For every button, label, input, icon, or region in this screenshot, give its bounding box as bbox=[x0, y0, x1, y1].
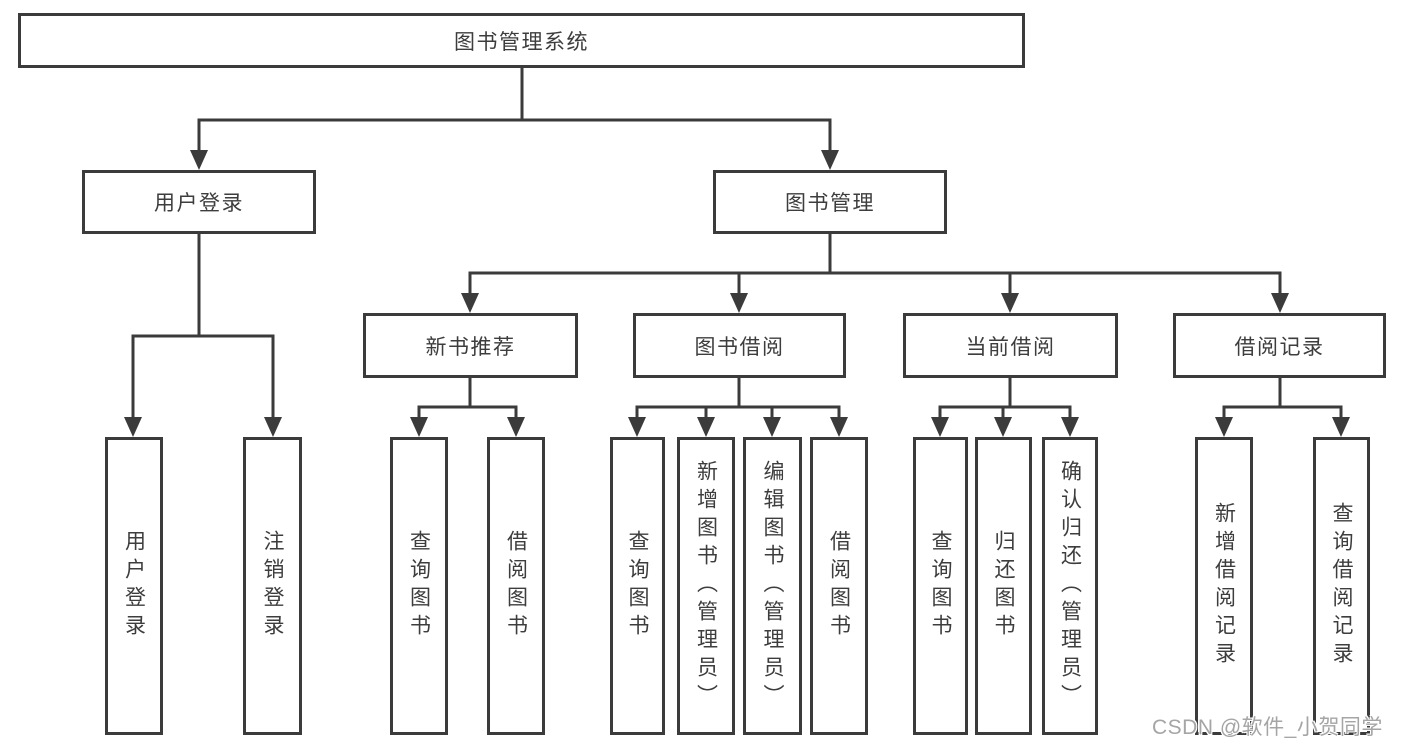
arrowhead bbox=[628, 417, 646, 437]
leaf-borrow-books-borrow: 借阅图书 bbox=[810, 437, 868, 735]
node-borrowing-records-label: 借阅记录 bbox=[1234, 335, 1325, 359]
node-root: 图书管理系统 bbox=[18, 13, 1025, 68]
leaf-query-books-borrow-label: 查询图书 bbox=[626, 530, 649, 642]
leaf-confirm-return-admin: 确认归还（管理员） bbox=[1042, 437, 1098, 735]
node-new-book-recommendation: 新书推荐 bbox=[363, 313, 578, 378]
leaf-borrow-books-recommend-label: 借阅图书 bbox=[504, 530, 528, 642]
arrowhead bbox=[264, 417, 282, 437]
connector-borrow-record-split bbox=[1222, 376, 1343, 421]
leaf-add-book-admin: 新增图书（管理员） bbox=[677, 437, 735, 735]
node-user-login-label: 用户登录 bbox=[154, 192, 244, 215]
connector-current-borrow-split bbox=[938, 376, 1072, 421]
leaf-return-books: 归还图书 bbox=[975, 437, 1032, 735]
leaf-query-books-borrow: 查询图书 bbox=[610, 437, 665, 735]
arrowhead bbox=[821, 150, 839, 170]
leaf-query-books-current: 查询图书 bbox=[913, 437, 968, 735]
leaf-query-books-current-label: 查询图书 bbox=[929, 530, 952, 642]
node-user-login: 用户登录 bbox=[82, 170, 316, 234]
leaf-logout-login: 注销登录 bbox=[243, 437, 302, 735]
arrowhead bbox=[190, 150, 208, 170]
leaf-user-login: 用户登录 bbox=[105, 437, 163, 735]
leaf-edit-book-admin-label: 编辑图书（管理员） bbox=[761, 460, 784, 712]
connector-paths bbox=[131, 66, 1343, 421]
leaf-query-books-recommend-label: 查询图书 bbox=[407, 530, 431, 642]
arrowhead bbox=[461, 293, 479, 313]
arrowhead bbox=[730, 293, 748, 313]
node-root-label: 图书管理系统 bbox=[454, 30, 589, 54]
leaf-confirm-return-admin-label: 确认归还（管理员） bbox=[1058, 460, 1082, 712]
arrowhead bbox=[1061, 417, 1079, 437]
node-book-management-label: 图书管理 bbox=[785, 192, 875, 215]
arrowhead bbox=[124, 417, 142, 437]
leaf-borrow-books-borrow-label: 借阅图书 bbox=[827, 530, 851, 642]
leaf-add-borrow-record: 新增借阅记录 bbox=[1195, 437, 1253, 735]
leaf-add-book-admin-label: 新增图书（管理员） bbox=[694, 460, 718, 712]
leaf-borrow-books-recommend: 借阅图书 bbox=[487, 437, 545, 735]
connector-book-mgmt-split bbox=[468, 232, 1282, 297]
csdn-watermark: CSDN @软件_小贺同学 bbox=[1152, 716, 1383, 739]
arrowhead bbox=[1332, 417, 1350, 437]
node-book-borrowing: 图书借阅 bbox=[633, 313, 846, 378]
arrowhead bbox=[697, 417, 715, 437]
leaf-return-books-label: 归还图书 bbox=[992, 530, 1015, 642]
node-new-book-label: 新书推荐 bbox=[425, 335, 516, 359]
node-current-borrowing: 当前借阅 bbox=[903, 313, 1118, 378]
connector-new-book-split bbox=[417, 376, 518, 421]
arrowhead bbox=[410, 417, 428, 437]
leaf-query-borrow-record: 查询借阅记录 bbox=[1313, 437, 1370, 735]
arrowhead bbox=[994, 417, 1012, 437]
arrowhead bbox=[763, 417, 781, 437]
arrowheads bbox=[124, 150, 1350, 437]
connector-root-to-level2 bbox=[197, 66, 832, 154]
arrowhead bbox=[507, 417, 525, 437]
connector-book-borrow-split bbox=[635, 376, 841, 421]
node-borrowing-records: 借阅记录 bbox=[1173, 313, 1386, 378]
arrowhead bbox=[1271, 293, 1289, 313]
leaf-add-borrow-record-label: 新增借阅记录 bbox=[1212, 502, 1236, 670]
leaf-query-borrow-record-label: 查询借阅记录 bbox=[1330, 502, 1353, 670]
arrowhead bbox=[1001, 293, 1019, 313]
node-book-borrowing-label: 图书借阅 bbox=[694, 335, 785, 359]
arrowhead bbox=[931, 417, 949, 437]
leaf-logout-login-label: 注销登录 bbox=[261, 530, 284, 642]
leaf-user-login-label: 用户登录 bbox=[122, 530, 146, 642]
node-book-management: 图书管理 bbox=[713, 170, 947, 234]
leaf-query-books-recommend: 查询图书 bbox=[390, 437, 448, 735]
leaf-edit-book-admin: 编辑图书（管理员） bbox=[743, 437, 802, 735]
arrowhead bbox=[830, 417, 848, 437]
arrowhead bbox=[1215, 417, 1233, 437]
node-current-borrowing-label: 当前借阅 bbox=[965, 335, 1056, 359]
connector-user-login-split bbox=[131, 232, 275, 421]
